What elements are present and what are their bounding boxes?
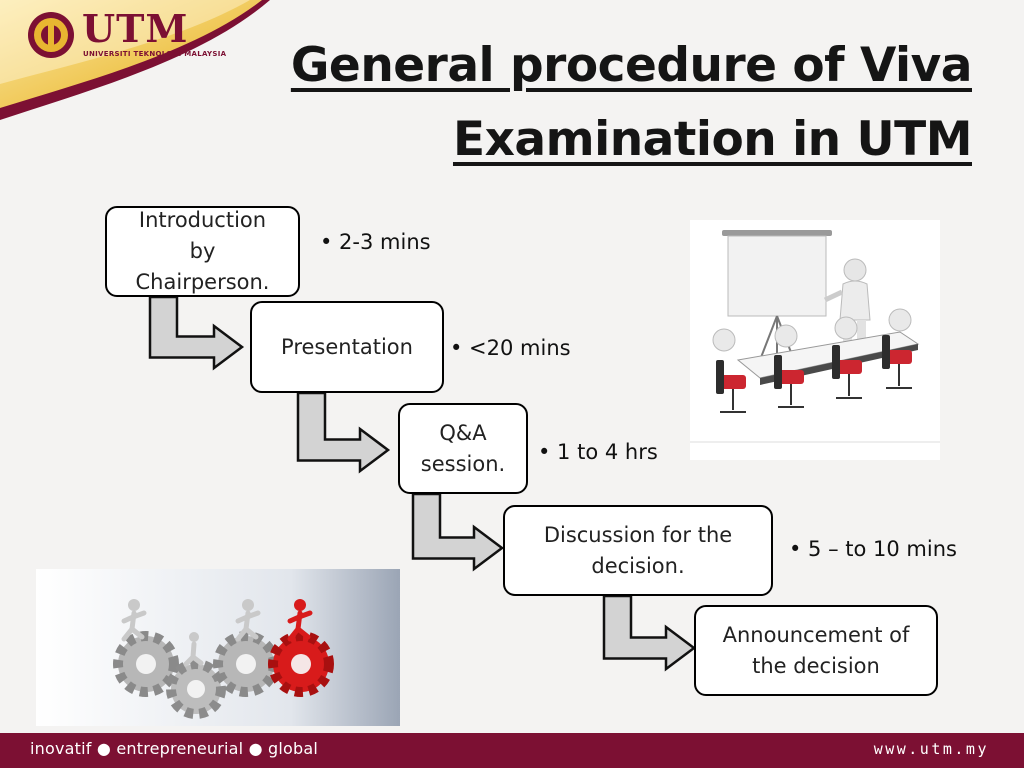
step-label: Q&A session. xyxy=(420,420,506,476)
flow-arrow-3 xyxy=(411,492,505,572)
logo-text: UTM xyxy=(82,6,189,51)
utm-crest-icon xyxy=(28,12,74,58)
flow-arrow-4 xyxy=(602,594,697,672)
footer-tagline: inovatif ● entrepreneurial ● global xyxy=(30,739,319,758)
flow-arrow-1 xyxy=(148,295,245,371)
step-box-discussion: Discussion for the decision. xyxy=(503,505,773,596)
duration-introduction: • 2-3 mins xyxy=(320,230,431,254)
page-title-line1: General procedure of Viva xyxy=(290,38,973,93)
step-label: Introduction by Chairperson. xyxy=(135,208,270,294)
logo-subtext: UNIVERSITI TEKNOLOGI MALAYSIA xyxy=(83,50,227,58)
step-label: Presentation xyxy=(281,334,413,359)
duration-discussion: • 5 – to 10 mins xyxy=(789,537,957,561)
gear-icon xyxy=(113,631,179,697)
step-box-presentation: Presentation xyxy=(250,301,444,393)
step-label: Announcement of the decision xyxy=(722,622,910,678)
gear-icon xyxy=(166,659,226,719)
utm-logo: UTM UNIVERSITI TEKNOLOGI MALAYSIA xyxy=(26,6,226,68)
step-box-qa-session: Q&A session. xyxy=(398,403,528,494)
step-box-announcement: Announcement of the decision xyxy=(694,605,938,696)
duration-presentation: • <20 mins xyxy=(450,336,571,360)
duration-qa-session: • 1 to 4 hrs xyxy=(538,440,658,464)
gear-icon-red xyxy=(268,631,334,697)
gear-icon xyxy=(213,631,279,697)
flow-arrow-2 xyxy=(296,391,391,474)
step-label: Discussion for the decision. xyxy=(543,522,733,578)
step-box-introduction: Introduction by Chairperson. xyxy=(105,206,300,297)
footer-bar: inovatif ● entrepreneurial ● global www.… xyxy=(0,733,1024,768)
footer-url: www.utm.my xyxy=(873,740,989,758)
gears-illustration xyxy=(36,569,400,726)
page-title-line2: Examination in UTM xyxy=(452,112,973,167)
meeting-illustration xyxy=(690,220,940,460)
